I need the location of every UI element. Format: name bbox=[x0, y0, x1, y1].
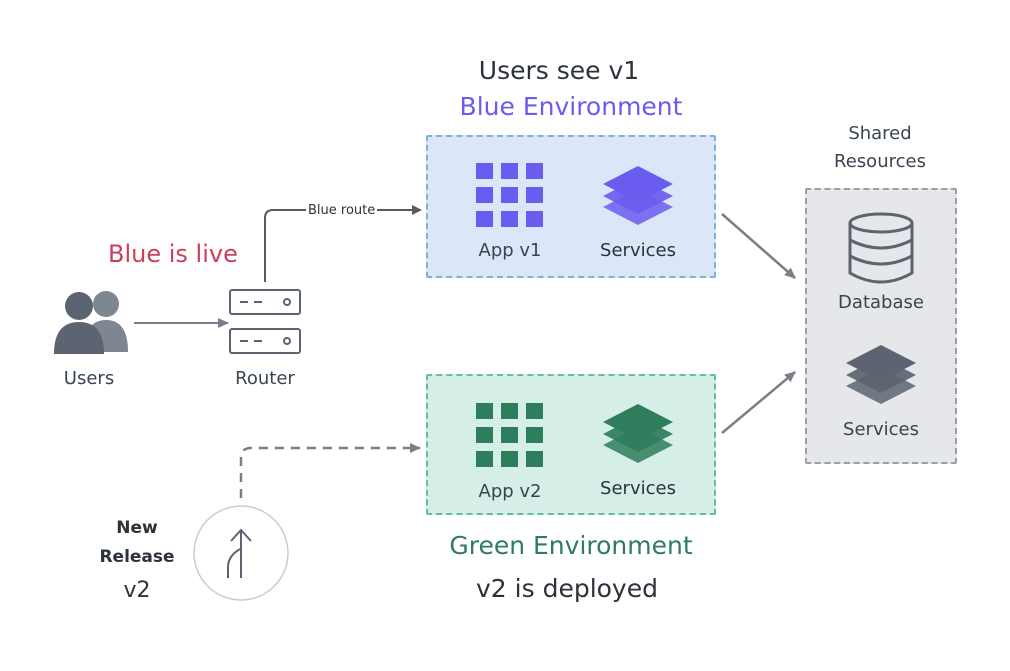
users-see-label: Users see v1 bbox=[478, 56, 640, 85]
database-icon bbox=[848, 212, 914, 284]
green-environment-title: Green Environment bbox=[449, 531, 693, 560]
green-services-layers-icon bbox=[603, 404, 673, 463]
new-release-line2: Release bbox=[99, 547, 175, 567]
router-icon bbox=[229, 289, 301, 354]
shared-services-layers-icon bbox=[846, 345, 916, 404]
router-label: Router bbox=[235, 368, 295, 389]
users-icon bbox=[54, 291, 128, 354]
app-v2-label: App v2 bbox=[478, 481, 542, 502]
blue-route-label: Blue route bbox=[306, 203, 378, 218]
blue-environment-title: Blue Environment bbox=[459, 92, 683, 121]
blue-is-live-label: Blue is live bbox=[108, 240, 238, 268]
blue-route-arrow bbox=[264, 205, 422, 282]
new-release-version: v2 bbox=[123, 578, 151, 603]
blue-services-layers-icon bbox=[603, 166, 673, 225]
app-v1-label: App v1 bbox=[478, 240, 542, 261]
green-to-shared-arrow bbox=[721, 371, 796, 434]
green-services-label: Services bbox=[600, 478, 676, 499]
database-label: Database bbox=[838, 292, 924, 313]
blue-services-label: Services bbox=[600, 240, 676, 261]
v2-deployed-label: v2 is deployed bbox=[476, 574, 658, 603]
app-v2-grid-icon bbox=[476, 403, 543, 467]
shared-resources-title-line2: Resources bbox=[834, 151, 926, 172]
release-branch-icon bbox=[193, 505, 289, 601]
app-v1-grid-icon bbox=[476, 163, 543, 227]
new-release-arrow bbox=[239, 443, 421, 498]
shared-resources-box bbox=[805, 188, 957, 464]
users-label: Users bbox=[63, 368, 115, 389]
shared-resources-title-line1: Shared bbox=[848, 123, 912, 144]
new-release-line1: New bbox=[116, 518, 158, 538]
shared-services-label: Services bbox=[843, 419, 919, 440]
blue-to-shared-arrow bbox=[721, 213, 796, 279]
